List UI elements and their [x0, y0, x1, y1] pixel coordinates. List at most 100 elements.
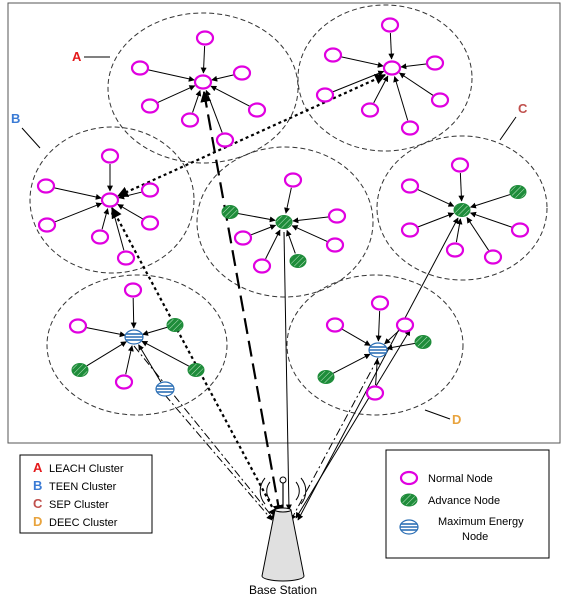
member-link	[455, 218, 463, 243]
member-link	[393, 76, 409, 121]
cluster-legend: A LEACH Cluster B TEEN Cluster C SEP Clu…	[19, 454, 153, 534]
advance-node	[166, 318, 184, 332]
svg-text:SEP Cluster: SEP Cluster	[49, 499, 109, 511]
member-link	[388, 32, 395, 60]
normal-node	[68, 318, 88, 334]
normal-node	[323, 47, 343, 63]
svg-text:A: A	[72, 49, 82, 64]
normal-node	[370, 295, 390, 311]
member-link	[469, 193, 511, 209]
advance-node	[221, 205, 239, 219]
normal-node	[382, 60, 402, 76]
normal-node	[483, 249, 503, 265]
advance-node	[275, 215, 293, 229]
normal-node	[100, 148, 120, 164]
svg-text:D: D	[33, 514, 42, 529]
svg-text:Normal Node: Normal Node	[428, 473, 493, 485]
advance-node	[453, 203, 471, 217]
max-energy-node	[155, 381, 175, 397]
normal-node	[252, 258, 272, 274]
svg-text:Maximum Energy: Maximum Energy	[438, 516, 524, 528]
normal-node	[130, 60, 150, 76]
center-link	[283, 231, 292, 511]
max-energy-node	[368, 342, 388, 358]
member-link	[86, 341, 127, 367]
member-link	[125, 345, 134, 375]
normal-node	[380, 17, 400, 33]
svg-text:C: C	[518, 101, 528, 116]
member-link	[54, 202, 103, 223]
normal-node	[325, 237, 345, 253]
normal-node	[400, 178, 420, 194]
member-link	[375, 310, 382, 342]
normal-node	[116, 250, 136, 266]
network-area-border	[7, 2, 561, 444]
normal-node	[123, 282, 143, 298]
normal-node	[247, 102, 267, 118]
legend-item-sep: C SEP Cluster	[33, 496, 109, 511]
normal-node	[400, 120, 420, 136]
normal-node	[140, 182, 160, 198]
node-legend: Normal Node Advance Node Maximum Energy …	[385, 449, 550, 559]
normal-node	[100, 192, 120, 208]
base-station: Base Station	[249, 476, 317, 597]
member-link	[417, 212, 455, 228]
member-link	[284, 187, 292, 214]
normal-node	[232, 65, 252, 81]
normal-node	[114, 374, 134, 390]
normal-node	[180, 112, 200, 128]
normal-node	[445, 242, 465, 258]
legend-item-deec: D DEEC Cluster	[33, 514, 118, 529]
teen-chain-link	[116, 73, 387, 198]
teen-bs-link	[111, 207, 279, 519]
member-link	[130, 297, 137, 329]
member-link	[142, 326, 168, 336]
member-link	[417, 188, 455, 207]
normal-node	[36, 178, 56, 194]
member-link	[110, 208, 125, 251]
member-link	[286, 229, 296, 254]
cluster-label-c: C	[499, 101, 528, 141]
normal-node	[283, 172, 303, 188]
advance-node	[71, 363, 89, 377]
normal-node	[90, 229, 110, 245]
legend-item-teen: B TEEN Cluster	[33, 478, 117, 493]
member-link	[210, 85, 251, 107]
member-link	[250, 224, 277, 236]
normal-node	[37, 217, 57, 233]
max-energy-node-icon	[399, 519, 419, 535]
member-link	[138, 344, 162, 383]
member-link	[101, 208, 110, 230]
svg-text:Advance Node: Advance Node	[428, 495, 500, 507]
member-link	[200, 45, 207, 74]
legend-item-leach: A LEACH Cluster	[33, 460, 124, 475]
cluster-label-b: B	[11, 111, 41, 149]
normal-node	[233, 230, 253, 246]
normal-node	[195, 30, 215, 46]
cluster-c-sep	[376, 135, 548, 281]
svg-text:B: B	[33, 478, 42, 493]
normal-node	[360, 102, 380, 118]
member-link	[265, 229, 281, 260]
normal-node	[140, 98, 160, 114]
max-energy-node	[124, 329, 144, 345]
member-link	[469, 211, 513, 228]
member-link	[211, 74, 235, 82]
normal-node	[365, 385, 385, 401]
member-link	[466, 217, 490, 251]
normal-node	[327, 208, 347, 224]
advance-node-icon	[400, 493, 418, 507]
member-link	[117, 204, 144, 220]
svg-text:A: A	[33, 460, 43, 475]
cluster-label-d: D	[424, 409, 461, 427]
advance-node	[509, 185, 527, 199]
legend-item-advance-node: Advance Node	[400, 493, 500, 507]
member-link	[85, 327, 126, 338]
member-link	[157, 85, 196, 104]
member-link	[291, 225, 328, 243]
deec-link-2	[295, 329, 411, 519]
normal-node	[193, 74, 213, 90]
member-link	[192, 89, 202, 113]
member-link	[332, 353, 371, 374]
bottom-left-link	[133, 345, 276, 521]
